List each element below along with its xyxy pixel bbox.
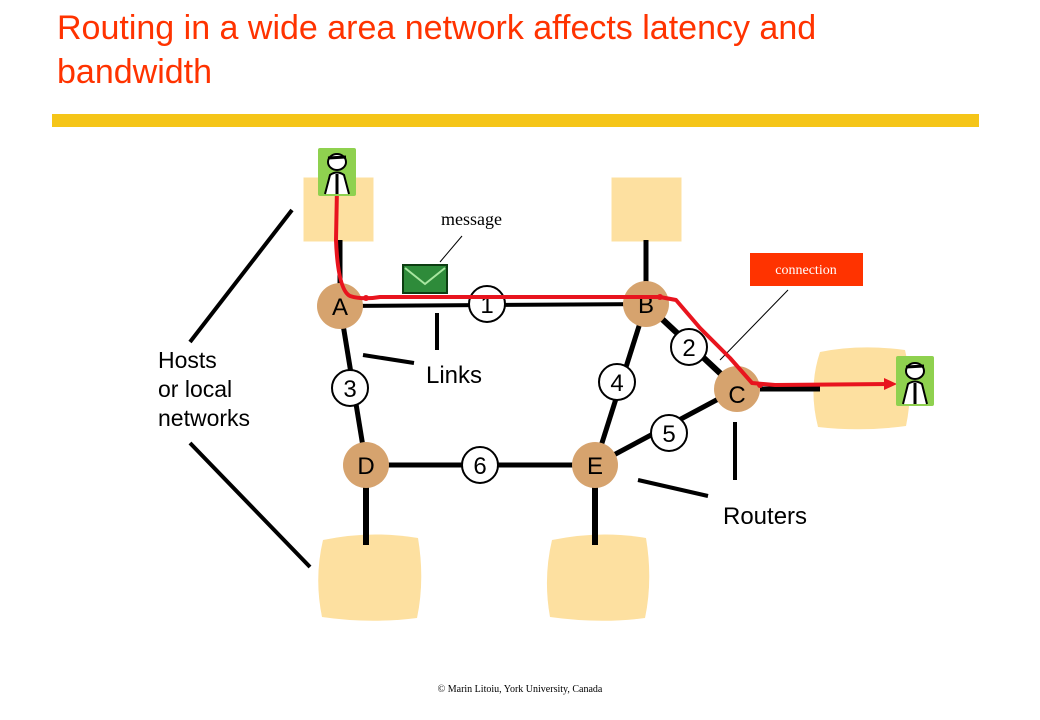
message-pointer [439, 235, 463, 263]
link-3-label: 3 [343, 376, 356, 403]
connection-waypoint-c [757, 382, 763, 388]
link-6-label: 6 [473, 453, 486, 480]
slide-title: Routing in a wide area network affects l… [57, 9, 817, 91]
router-d-label: D [357, 453, 374, 480]
copyright: © Marin Litoiu, York University, Canada [437, 684, 603, 695]
link-4-badge [598, 363, 636, 401]
router-e [572, 442, 618, 488]
title-accent-bar [52, 114, 979, 127]
message-label: message [441, 209, 502, 229]
hosts-label: Hosts or local networks [158, 347, 251, 431]
connection-path [334, 187, 891, 387]
router-e-label: E [587, 453, 603, 480]
host-b [608, 174, 685, 245]
local-network-d [318, 534, 422, 621]
user-avatar-icon [896, 356, 934, 406]
user-avatar-icon [318, 148, 356, 196]
link-3-badge [331, 369, 369, 407]
router-b [623, 281, 669, 327]
link-6-badge [461, 446, 499, 484]
router-c-label: C [728, 382, 745, 409]
router-a-label: A [332, 294, 348, 321]
routers-pointer-e [637, 478, 709, 498]
hosts-pointer-bottom [188, 441, 312, 569]
link-2-badge [670, 328, 708, 366]
local-network-c [813, 347, 910, 430]
connection-arrowhead [884, 378, 897, 390]
connection-waypoint-a [363, 295, 369, 301]
routers-label: Routers [723, 503, 807, 530]
links-label: Links [426, 362, 482, 389]
hosts-pointer-top [188, 208, 294, 344]
link-5-label: 5 [662, 421, 675, 448]
links-pointer-3 [362, 353, 415, 365]
connection-waypoint-b [657, 294, 663, 300]
connection-label-box [750, 253, 863, 286]
connection-label: connection [775, 263, 836, 278]
link-4-label: 4 [610, 370, 623, 397]
connection-pointer [719, 289, 789, 361]
router-d [343, 442, 389, 488]
link-5-badge [650, 414, 688, 452]
link-2-label: 2 [682, 335, 695, 362]
envelope-icon [402, 264, 448, 294]
local-network-e [546, 534, 650, 621]
